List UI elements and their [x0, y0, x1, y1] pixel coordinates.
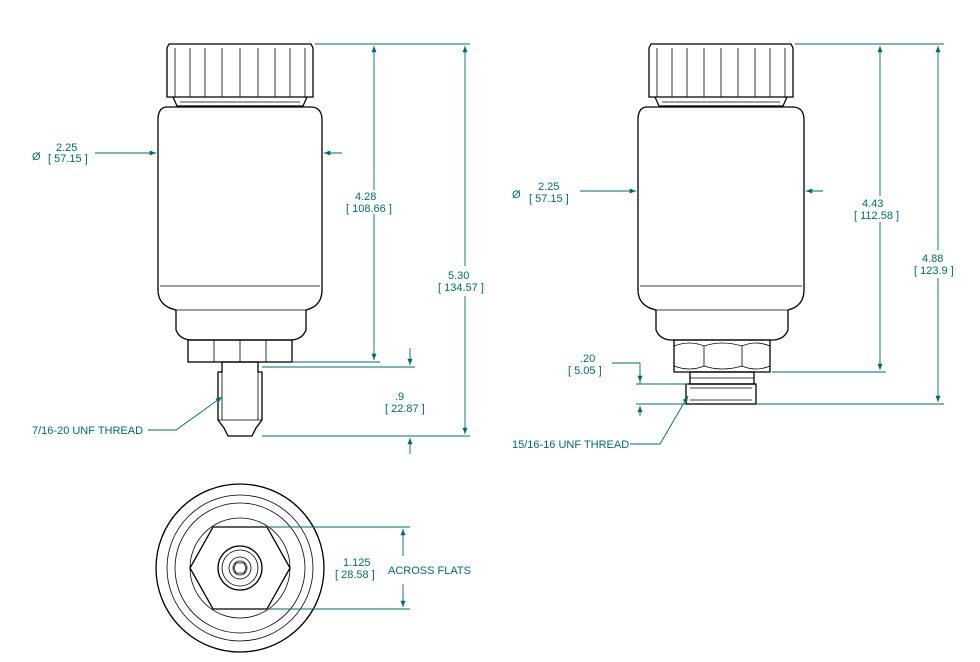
left-total-height-mm: [ 134.57 ] [438, 282, 484, 294]
right-hex-fitting [673, 339, 771, 373]
left-body-height-mm: [ 108.66 ] [346, 203, 392, 215]
right-thread-length-mm: [ 5.05 ] [568, 365, 602, 377]
left-body-height-dimension: 4.28 [ 108.66 ] [292, 43, 392, 363]
right-total-height-dimension: 4.88 [ 123.9 ] [756, 43, 954, 405]
right-threaded-port [685, 371, 757, 405]
left-threaded-stem [217, 361, 263, 437]
left-knurled-cap [166, 43, 314, 107]
right-body-height-inch: 4.43 [862, 198, 883, 210]
left-stem-length-inch: .9 [395, 391, 404, 403]
left-part-outline [157, 43, 323, 437]
right-knurled-cap [648, 43, 794, 107]
right-thread-length-dimension: .20 [ 5.05 ] [568, 353, 688, 416]
right-diameter-inch: 2.25 [538, 181, 559, 193]
right-diameter-dimension: Ø 2.25 [ 57.15 ] [512, 181, 823, 205]
right-thread-label: 15/16-16 UNF THREAD [512, 439, 629, 451]
left-reservoir-body [157, 106, 323, 341]
bottom-stem-end [217, 545, 263, 591]
right-total-height-inch: 4.88 [922, 253, 943, 265]
left-stem-length-dimension: .9 [ 22.87 ] [262, 348, 425, 454]
left-total-height-inch: 5.30 [448, 270, 469, 282]
right-diameter-symbol: Ø [512, 189, 521, 201]
bottom-flats-mm: [ 28.58 ] [335, 569, 375, 581]
bottom-flats-inch: 1.125 [343, 557, 371, 569]
left-hex-fitting [187, 339, 293, 363]
left-diameter-inch: 2.25 [56, 142, 77, 154]
left-total-height-dimension: 5.30 [ 134.57 ] [262, 43, 484, 437]
right-total-height-mm: [ 123.9 ] [914, 265, 954, 277]
left-thread-label: 7/16-20 UNF THREAD [32, 425, 143, 437]
right-body-height-mm: [ 112.58 ] [854, 210, 899, 222]
left-diameter-mm: [ 57.15 ] [48, 153, 88, 165]
bottom-flats-label: ACROSS FLATS [388, 565, 471, 577]
bottom-end-view [155, 483, 325, 653]
right-part-outline [637, 43, 805, 405]
left-stem-length-mm: [ 22.87 ] [385, 403, 425, 415]
left-diameter-dimension: Ø 2.25 [ 57.15 ] [32, 142, 342, 165]
left-thread-callout: 7/16-20 UNF THREAD [32, 396, 223, 437]
right-thread-callout: 15/16-16 UNF THREAD [512, 395, 689, 451]
left-body-height-inch: 4.28 [355, 191, 376, 203]
right-body-height-dimension: 4.43 [ 112.58 ] [772, 43, 899, 373]
right-diameter-mm: [ 57.15 ] [529, 193, 569, 205]
left-diameter-symbol: Ø [32, 151, 41, 163]
bottom-across-flats-dimension: 1.125 [ 28.58 ] ACROSS FLATS [267, 526, 471, 610]
right-thread-length-inch: .20 [580, 353, 595, 365]
bottom-hex-fitting [189, 526, 291, 610]
right-reservoir-body [637, 106, 805, 341]
